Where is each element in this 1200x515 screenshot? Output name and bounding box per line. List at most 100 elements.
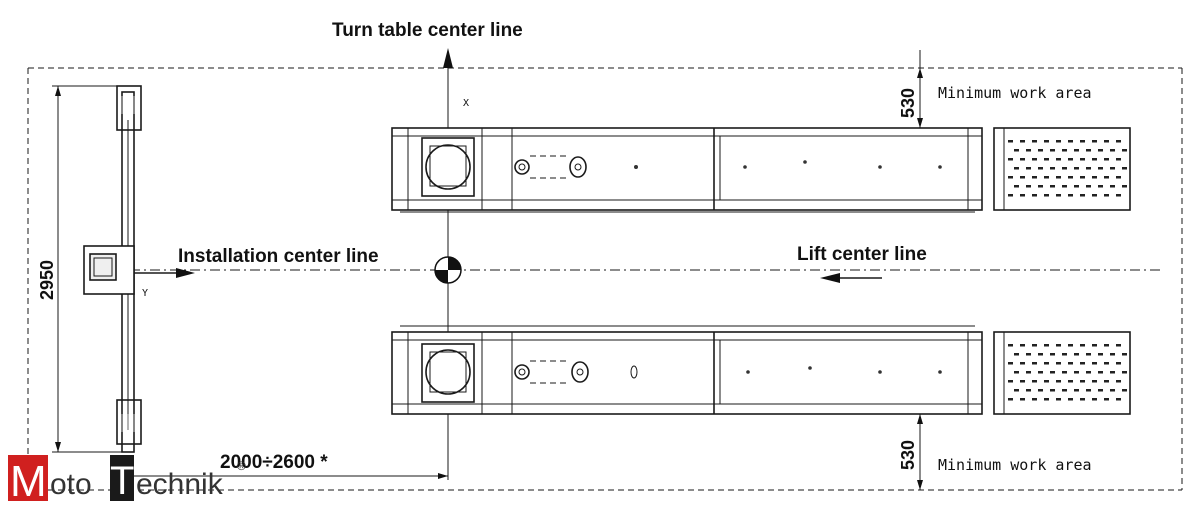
ramp-grip-hole (1092, 176, 1097, 179)
ramp-grip-hole (1092, 380, 1097, 383)
ramp-grip-hole (1092, 140, 1097, 143)
ramp-grip-hole (1056, 158, 1061, 161)
ramp-grip-hole (1122, 167, 1127, 170)
ramp-grip-hole (1080, 158, 1085, 161)
ramp-grip-hole (1050, 371, 1055, 374)
ramp-grip-hole (1110, 185, 1115, 188)
mototechnik-logo: M oto T echnik ® (8, 455, 246, 506)
ramp-grip-hole (1080, 362, 1085, 365)
ramp-grip-hole (1068, 344, 1073, 347)
ramp-grip-hole (1026, 389, 1031, 392)
axis-x-label: X (463, 98, 469, 109)
ramp-grip-hole (1104, 158, 1109, 161)
logo-t-box (110, 455, 134, 501)
ramp-grip-hole (1122, 389, 1127, 392)
ramp-grip-hole (1044, 398, 1049, 401)
ramp-grip-hole (1074, 389, 1079, 392)
ramp-grip-hole (1104, 398, 1109, 401)
ramp-grip-hole (1122, 353, 1127, 356)
ramp-grip-hole (1056, 194, 1061, 197)
ramp-grip-hole (1080, 344, 1085, 347)
ramp-grip-hole (1122, 185, 1127, 188)
ramp-grip-hole (1044, 158, 1049, 161)
ramp-grip-hole (1116, 140, 1121, 143)
ramp-grip-hole (1080, 140, 1085, 143)
ramp-grip-hole (1068, 176, 1073, 179)
ramp-grip-hole (1038, 149, 1043, 152)
ramp-grip-hole (1008, 398, 1013, 401)
ramp-grip-hole (1044, 194, 1049, 197)
ramp-grip-hole (1056, 362, 1061, 365)
ramp-grip-hole (1008, 140, 1013, 143)
ramp-grip-hole (1086, 167, 1091, 170)
ramp-grip-hole (1116, 176, 1121, 179)
ramp-grip-hole (1008, 176, 1013, 179)
ramp-grip-hole (1110, 149, 1115, 152)
ramp-grip-hole (1044, 176, 1049, 179)
ramp-grip-hole (1038, 167, 1043, 170)
ramp-grip-hole (1104, 194, 1109, 197)
ramp-grip-hole (1086, 149, 1091, 152)
ramp-grip-hole (1044, 380, 1049, 383)
logo-text-echnik: echnik (136, 468, 224, 501)
ramp-grip-hole (1080, 398, 1085, 401)
ramp-grip-hole (1032, 362, 1037, 365)
ramp-grip-pattern-bottom (1008, 344, 1127, 401)
camera-beam (83, 85, 142, 453)
ramp-grip-hole (1014, 371, 1019, 374)
ramp-grip-hole (1092, 344, 1097, 347)
ramp-grip-pattern-top (1008, 140, 1127, 197)
ramp-grip-hole (1104, 362, 1109, 365)
ramp-grip-hole (1056, 176, 1061, 179)
ramp-grip-hole (1116, 398, 1121, 401)
ramp-grip-hole (1080, 380, 1085, 383)
ramp-grip-hole (1098, 353, 1103, 356)
ramp-grip-hole (1032, 344, 1037, 347)
ramp-grip-hole (1014, 185, 1019, 188)
logo-letter-m: M (10, 457, 47, 506)
lift-arrow (820, 273, 882, 283)
ramp-grip-hole (1092, 158, 1097, 161)
ramp-grip-hole (1038, 353, 1043, 356)
ramp-grip-hole (1068, 140, 1073, 143)
ramp-grip-hole (1092, 362, 1097, 365)
ramp-grip-hole (1038, 185, 1043, 188)
ramp-grip-hole (1116, 344, 1121, 347)
ramp-grip-hole (1026, 185, 1031, 188)
ramp-grip-hole (1020, 398, 1025, 401)
ramp-grip-hole (1086, 389, 1091, 392)
dimension-530-top (917, 50, 923, 128)
ramp-grip-hole (1026, 149, 1031, 152)
ramp-grip-hole (1038, 389, 1043, 392)
ramp-grip-hole (1050, 353, 1055, 356)
dimension-distance-label: 2000÷2600 * (220, 452, 328, 473)
ramp-grip-hole (1062, 185, 1067, 188)
ramp-grip-hole (1074, 185, 1079, 188)
ramp-grip-hole (1032, 140, 1037, 143)
ramp-grip-hole (1122, 149, 1127, 152)
ramp-grip-hole (1110, 167, 1115, 170)
ramp-grip-hole (1026, 353, 1031, 356)
ramp-grip-hole (1074, 149, 1079, 152)
installation-arrow (128, 268, 195, 278)
dimension-530-bottom-label: 530 (898, 440, 918, 470)
ramp-grip-hole (1098, 185, 1103, 188)
ramp-grip-hole (1020, 158, 1025, 161)
ramp-grip-hole (1050, 185, 1055, 188)
ramp-grip-hole (1014, 353, 1019, 356)
ramp-grip-hole (1104, 344, 1109, 347)
ramp-grip-hole (1032, 176, 1037, 179)
logo-text-oto: oto (50, 468, 92, 501)
ramp-grip-hole (1026, 371, 1031, 374)
ramp-grip-hole (1068, 380, 1073, 383)
ramp-grip-hole (1080, 194, 1085, 197)
ramp-grip-hole (1050, 149, 1055, 152)
dimension-2950-label: 2950 (37, 260, 57, 300)
ramp-grip-hole (1110, 353, 1115, 356)
ramp-grip-hole (1008, 362, 1013, 365)
minimum-work-area-bottom-label: Minimum work area (938, 456, 1092, 474)
work-area-boundary (27, 67, 1183, 491)
ramp-grip-hole (1116, 158, 1121, 161)
dimension-530-top-label: 530 (898, 88, 918, 118)
dimension-530-bottom (917, 414, 923, 490)
